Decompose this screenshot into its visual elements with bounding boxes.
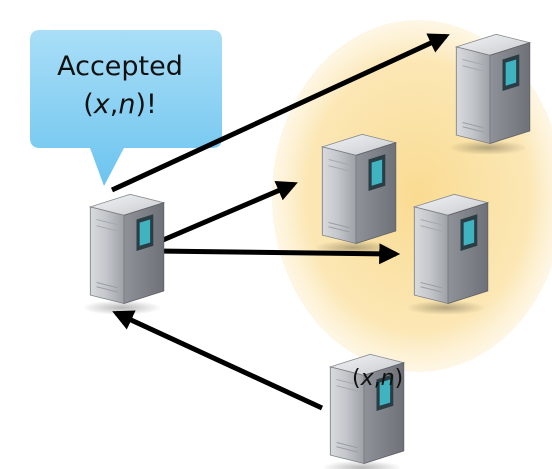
bubble-line-2: (x,n)! [28, 86, 212, 124]
bubble-close: )! [135, 89, 157, 120]
bubble-var-n: n [118, 89, 136, 120]
accept-arrow-2 [155, 180, 298, 246]
server-tower-icon [84, 193, 165, 314]
label-var-n: n [380, 366, 395, 391]
label-var-x: x [360, 366, 374, 391]
bubble-open-paren: ( [83, 89, 94, 120]
request-message-label: (x,n) [352, 366, 403, 391]
bubble-var-x: x [93, 89, 110, 120]
request-arrow [112, 310, 324, 411]
label-open-paren: ( [352, 366, 361, 391]
label-close-paren: ) [394, 366, 404, 391]
speech-bubble [30, 30, 222, 186]
accept-arrow-1 [110, 33, 450, 193]
label-comma: , [373, 366, 381, 391]
bubble-line-1: Accepted [57, 51, 183, 82]
speech-bubble-text: Accepted (x,n)! [28, 48, 212, 124]
bubble-comma: , [109, 89, 119, 120]
